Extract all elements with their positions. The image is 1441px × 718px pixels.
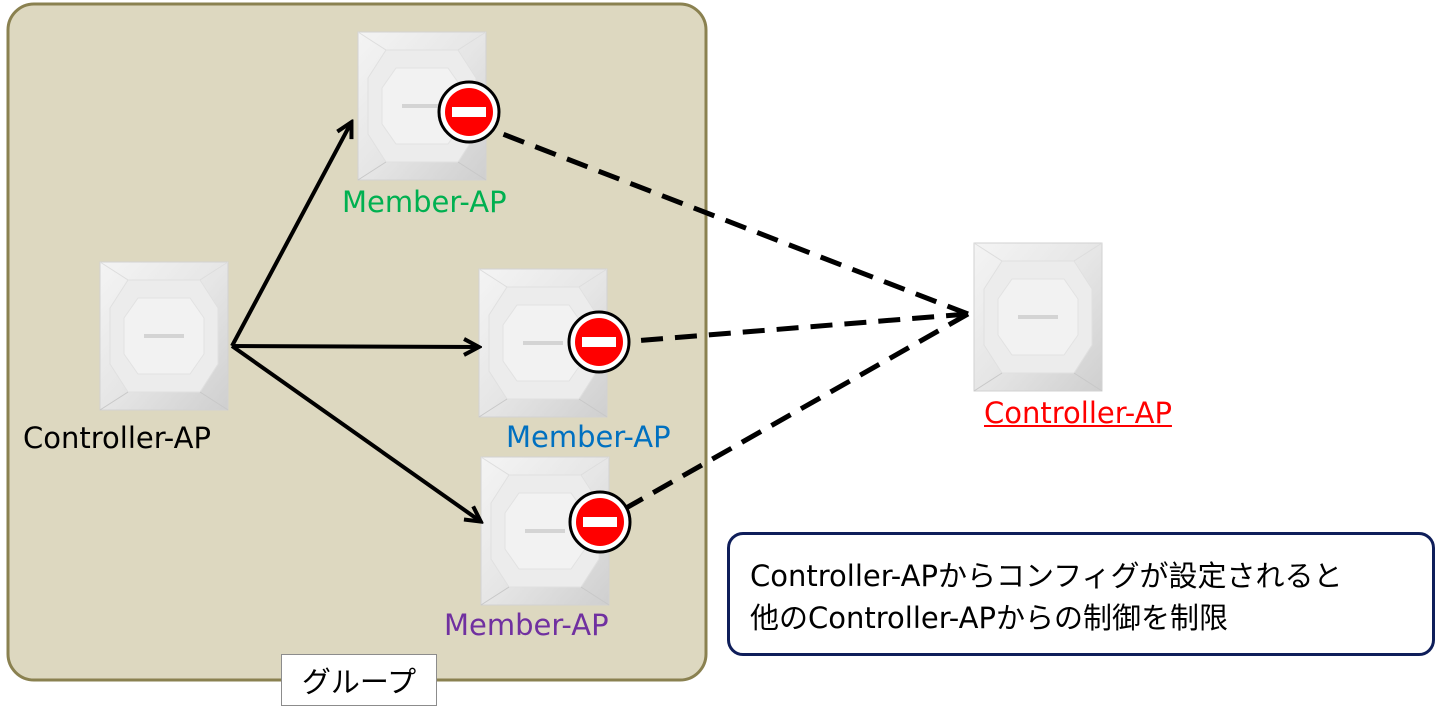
member-ap-bottom-label: Member-AP — [444, 608, 609, 642]
arrow-to-member-bottom — [230, 344, 480, 521]
group-label: グループ — [281, 654, 437, 706]
no-entry-icon-middle — [567, 310, 631, 374]
controller-ap-remote-label: Controller-AP — [984, 396, 1172, 430]
arrow-to-member-top — [230, 123, 351, 347]
controller-ap-local-label: Controller-AP — [23, 421, 211, 455]
dashed-arrow-to-member-top — [469, 121, 969, 317]
no-entry-icon-top — [437, 80, 501, 144]
dashed-arrow-to-member-bottom — [605, 311, 970, 520]
note-line-2: 他のController-APからの制御を制限 — [750, 601, 1228, 635]
no-entry-icon-bottom — [568, 490, 632, 554]
member-ap-top-label: Member-AP — [342, 185, 507, 219]
controller-ap-local-icon — [99, 261, 229, 411]
note-line-1: Controller-APからコンフィグが設定されると — [750, 559, 1343, 593]
controller-ap-remote-icon — [973, 242, 1103, 392]
dashed-arrow-to-member-middle — [596, 311, 969, 344]
arrow-to-member-middle — [231, 346, 478, 347]
member-ap-middle-label: Member-AP — [506, 420, 671, 454]
note-callout: Controller-APからコンフィグが設定されると 他のController… — [727, 532, 1435, 656]
